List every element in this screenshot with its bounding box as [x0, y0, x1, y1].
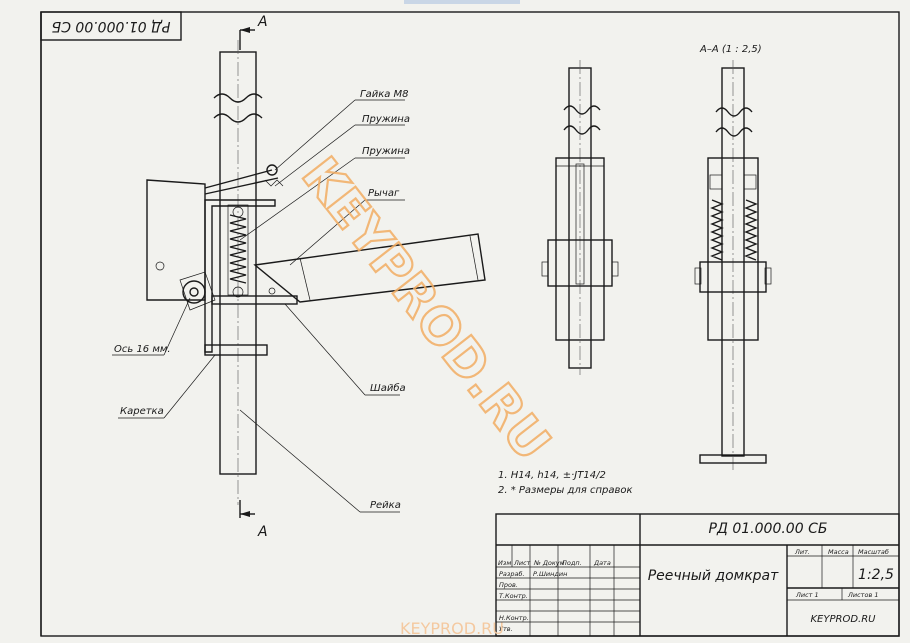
role-tech-control: Т.Контр.	[499, 592, 528, 600]
org-name: KEYPROD.RU	[811, 614, 877, 625]
col-list: Лист	[513, 559, 531, 567]
top-code-box	[40, 11, 182, 41]
col-sign: Подп.	[562, 559, 582, 567]
title-code: РД 01.000.00 СБ	[709, 521, 828, 537]
callouts: Гайка М8 Пружина Пружина Рычаг Ось 16 мм…	[112, 89, 410, 513]
label-rack: Рейка	[370, 500, 401, 511]
label-carriage: Каретка	[120, 406, 164, 417]
scale-value: 1:2,5	[858, 567, 894, 583]
role-checker: Пров.	[499, 581, 518, 589]
main-view: А А	[146, 14, 486, 540]
label-spring-1: Пружина	[362, 114, 410, 125]
title-name: Реечный домкрат	[648, 568, 779, 584]
label-washer: Шайба	[370, 382, 406, 394]
label-lever: Рычаг	[368, 188, 400, 199]
label-nut: Гайка М8	[360, 89, 409, 100]
col-doc: № Докум	[533, 559, 565, 567]
section-marker-top: А	[257, 14, 268, 30]
watermark-diagonal: KEYPROD.RU	[291, 147, 562, 471]
col-date: Дата	[593, 559, 611, 567]
note-2: 2. * Размеры для справок	[498, 485, 633, 496]
col-izm: Изм	[498, 559, 511, 567]
watermark-bottom: KEYPROD.RU	[400, 619, 504, 638]
role-approved: Утв.	[499, 625, 513, 633]
role-developer: Разраб.	[499, 570, 525, 578]
side-view	[541, 60, 619, 375]
section-marker-bottom: А	[257, 524, 268, 540]
title-block: РД 01.000.00 СБ Реечный домкрат Изм Лист…	[495, 513, 900, 637]
lever	[253, 233, 486, 303]
developer-name: Р.Шиндин	[533, 570, 567, 578]
lit-label: Лит.	[794, 548, 810, 556]
scale-label: Масштаб	[858, 548, 889, 556]
section-title: А–А (1 : 2,5)	[699, 44, 762, 55]
label-spring-2: Пружина	[362, 146, 410, 157]
role-norm-control: Н.Контр.	[499, 614, 529, 622]
sheets-label: Листов 1	[847, 591, 878, 599]
label-axis: Ось 16 мм.	[114, 344, 171, 355]
notes: 1. H14, h14, ±·JT14/2 2. * Размеры для с…	[498, 470, 633, 496]
axis-16mm	[182, 280, 206, 304]
washer	[211, 295, 298, 305]
mass-label: Масса	[828, 548, 849, 556]
sheet-label: Лист 1	[795, 591, 819, 599]
toolbar-icons[interactable]	[404, 0, 520, 4]
top-code-text: РД 01.000.00 СБ	[52, 18, 171, 34]
note-1: 1. H14, h14, ±·JT14/2	[498, 470, 606, 481]
carriage-plate	[146, 179, 206, 301]
section-view: А–А (1 : 2,5)	[694, 44, 772, 470]
